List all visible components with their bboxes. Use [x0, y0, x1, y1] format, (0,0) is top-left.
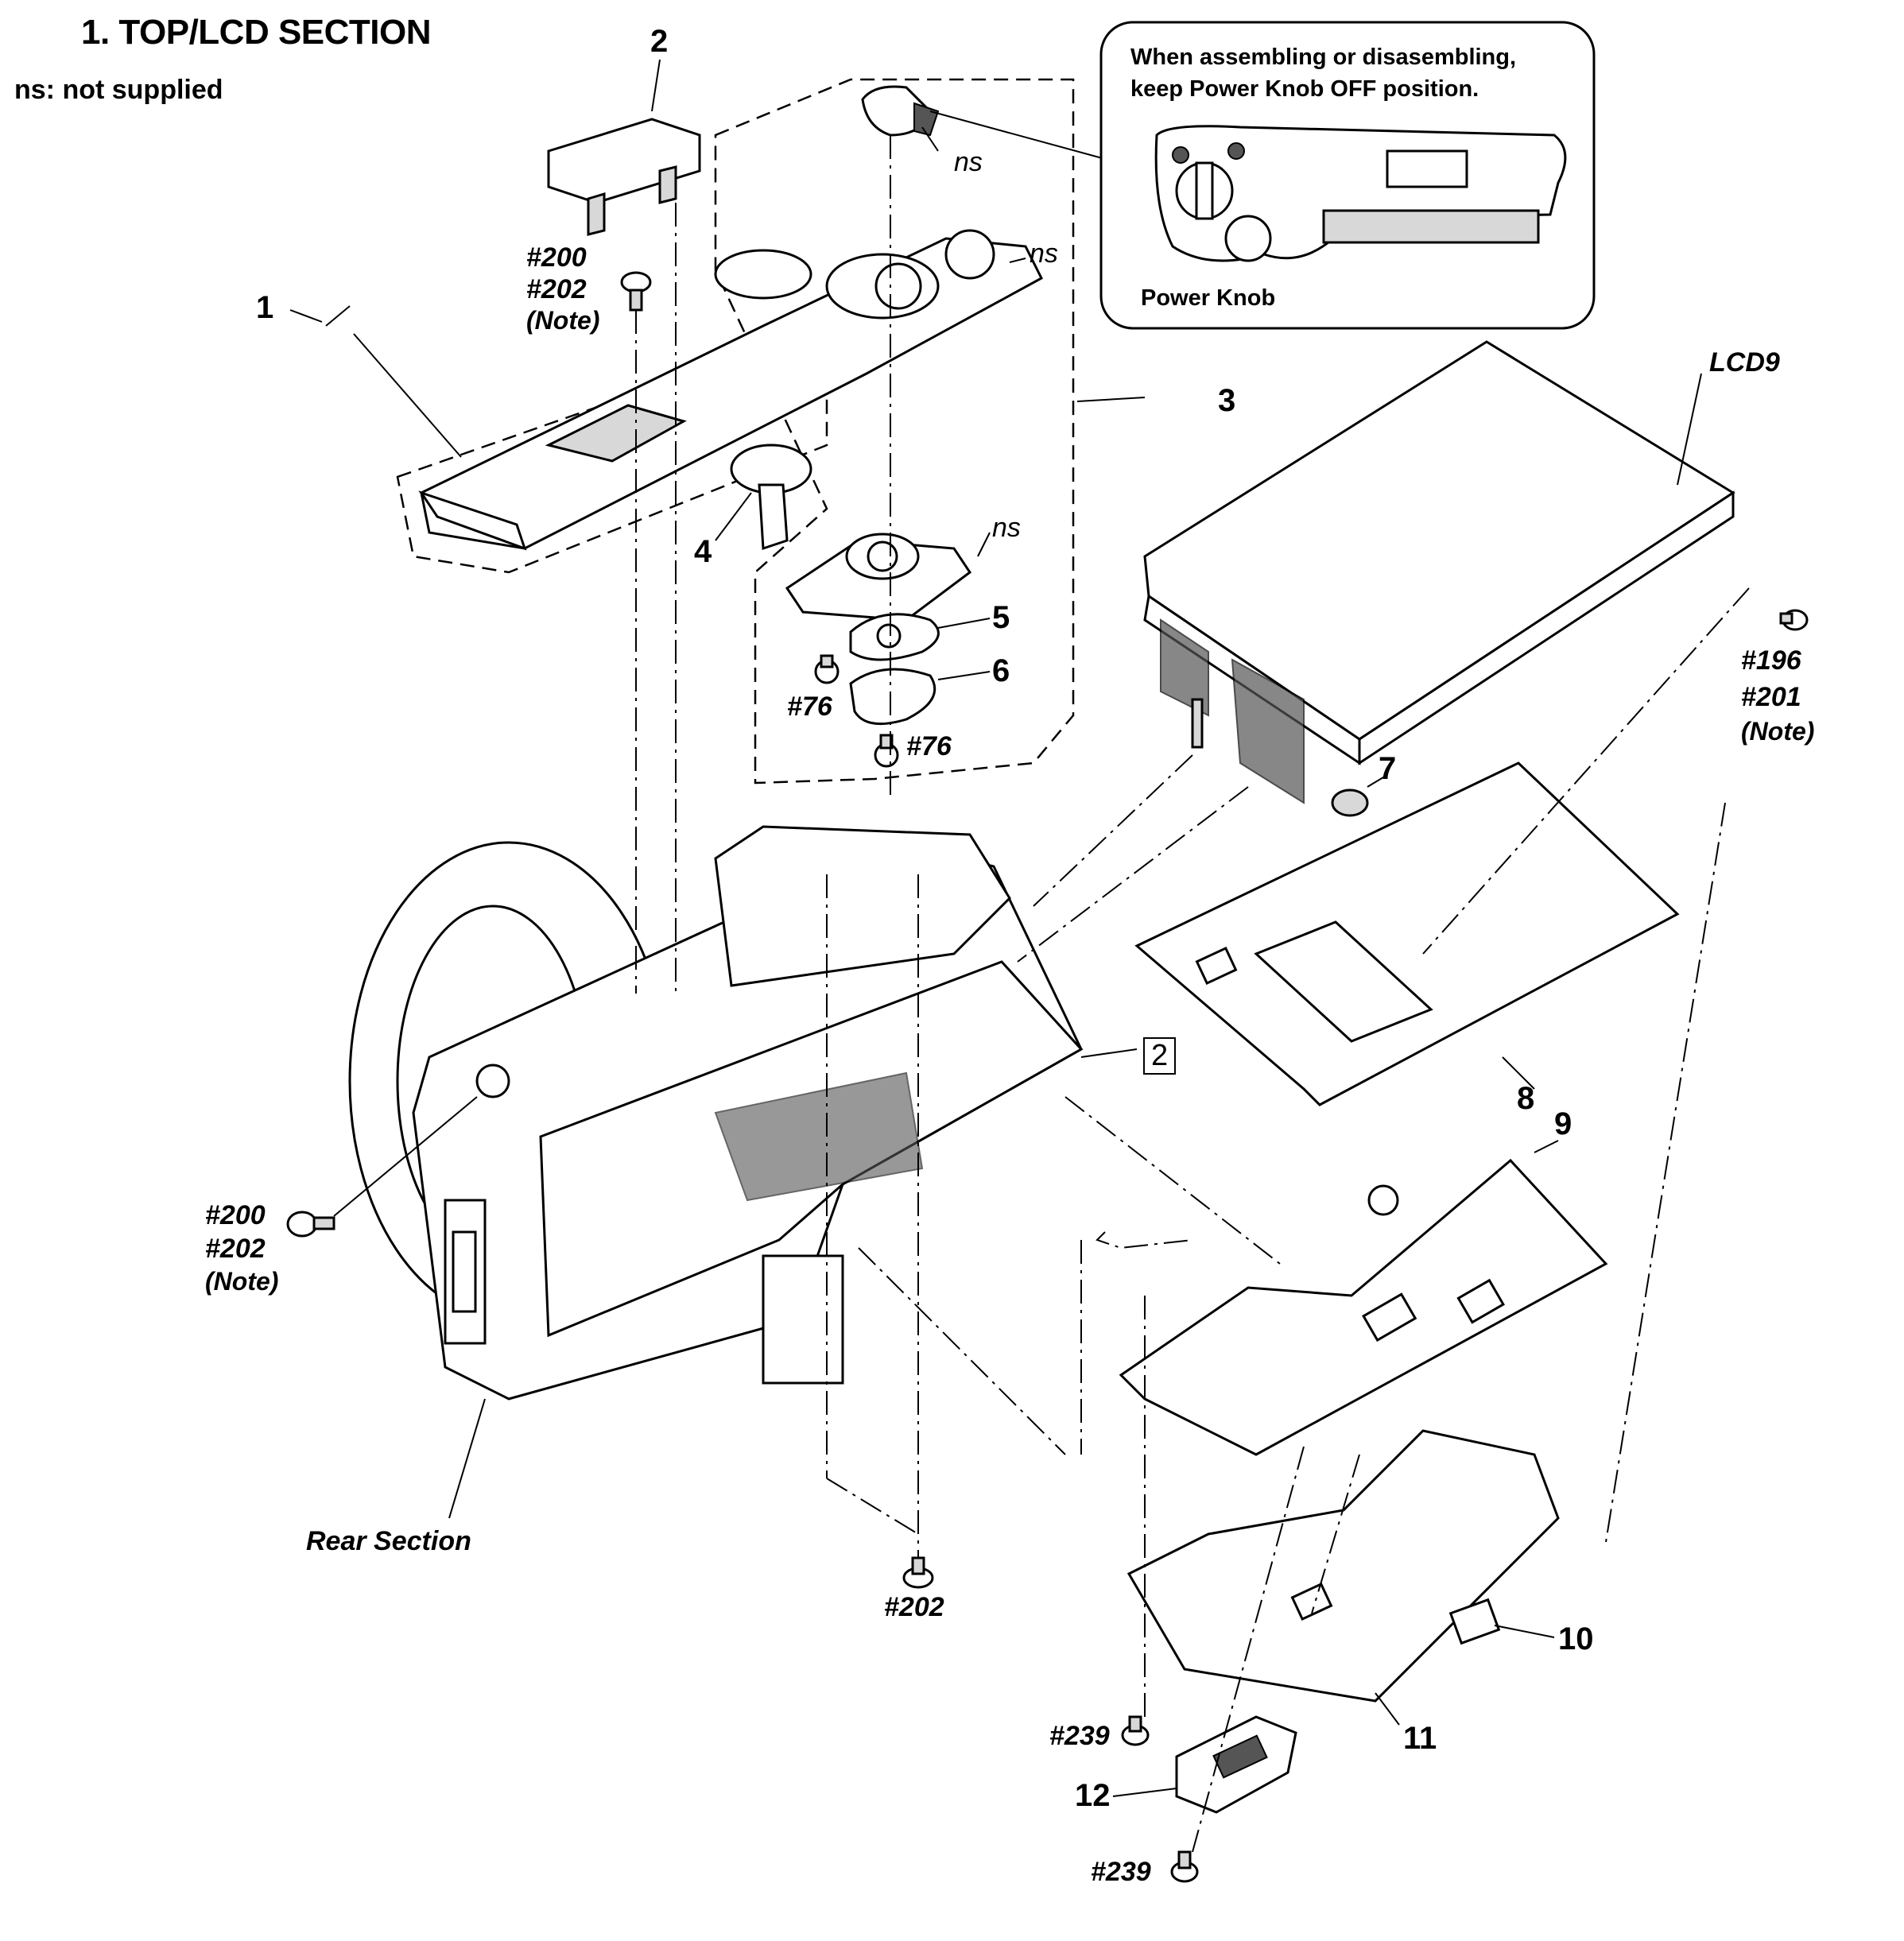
- label-part-1: 1: [256, 290, 274, 325]
- label-part-4: 4: [694, 534, 712, 569]
- label-part-12: 12: [1075, 1778, 1111, 1813]
- label-part-9: 9: [1554, 1106, 1572, 1141]
- label-ns-knob: ns: [954, 147, 983, 177]
- part-1-pin: [325, 305, 351, 327]
- label-lcd9: LCD9: [1709, 347, 1780, 378]
- camera-body: [348, 825, 1084, 1401]
- label-part-10: 10: [1558, 1621, 1594, 1656]
- page-title: 1. TOP/LCD SECTION: [81, 13, 432, 52]
- label-part-3: 3: [1218, 383, 1236, 418]
- label-ns-cover: ns: [1030, 238, 1058, 269]
- label-ns-mechanism: ns: [992, 513, 1021, 543]
- ref-239-b: #239: [1091, 1857, 1151, 1887]
- ref-201: #201: [1741, 682, 1801, 712]
- label-part-7: 7: [1379, 751, 1397, 786]
- ref-196: #196: [1741, 645, 1801, 676]
- ref-76-a: #76: [787, 692, 832, 722]
- assembly-lines: [635, 135, 1750, 1853]
- note-lcd: (Note): [1741, 717, 1815, 746]
- label-part-6: 6: [992, 653, 1010, 688]
- callout-line-2: keep Power Knob OFF position.: [1130, 76, 1479, 102]
- ref-200-top: #200: [526, 242, 587, 273]
- leader-lines: [289, 59, 1702, 1797]
- ns-legend: ns: not supplied: [14, 75, 223, 105]
- screw-76-b: [874, 734, 899, 768]
- screw-76-a: [814, 654, 840, 684]
- label-boxed-2: 2: [1143, 1037, 1177, 1075]
- label-part-8: 8: [1517, 1081, 1535, 1116]
- part-4-mode-dial: [730, 444, 812, 551]
- part-6-plate: [849, 668, 936, 726]
- callout-line-1: When assembling or disasembling,: [1130, 45, 1517, 70]
- ref-202-top: #202: [526, 274, 587, 304]
- screw-200-rear: [286, 1211, 335, 1238]
- power-knob-part: [861, 85, 940, 137]
- ref-202-bottom: #202: [884, 1592, 944, 1622]
- part-12-connector: [1175, 1715, 1297, 1814]
- screw-196-lcd: [1779, 609, 1809, 631]
- callout-panel-drawing: [1154, 125, 1567, 262]
- part-2-top-flap: [547, 118, 701, 236]
- ref-76-b: #76: [906, 731, 952, 761]
- part-9-bracket: [1119, 1158, 1608, 1456]
- screw-239-b: [1170, 1850, 1199, 1883]
- screw-239-a: [1121, 1715, 1150, 1746]
- label-part-2: 2: [650, 24, 669, 59]
- lcd9-panel: [1143, 340, 1735, 804]
- part-11-bottom-plate: [1127, 1429, 1560, 1703]
- note-rear: (Note): [205, 1267, 279, 1296]
- ref-202-rear: #202: [205, 1234, 266, 1264]
- dial-mechanism: [785, 533, 972, 622]
- part-10-pad: [1448, 1598, 1501, 1645]
- ref-239-a: #239: [1049, 1721, 1110, 1751]
- note-top: (Note): [526, 306, 600, 335]
- part-7-cap: [1331, 788, 1369, 817]
- label-rear-section: Rear Section: [306, 1526, 471, 1556]
- part-3-top-cover: [418, 229, 1043, 551]
- label-part-5: 5: [992, 600, 1010, 635]
- label-part-11: 11: [1403, 1721, 1437, 1756]
- power-knob-label: Power Knob: [1141, 285, 1276, 311]
- screw-202-bottom: [902, 1556, 934, 1589]
- part-5-ring: [849, 613, 940, 661]
- part-8-sheet: [1134, 761, 1680, 1106]
- screw-200-top: [620, 271, 652, 312]
- ref-200-rear: #200: [205, 1200, 266, 1230]
- dial-group-outline: [714, 78, 1075, 785]
